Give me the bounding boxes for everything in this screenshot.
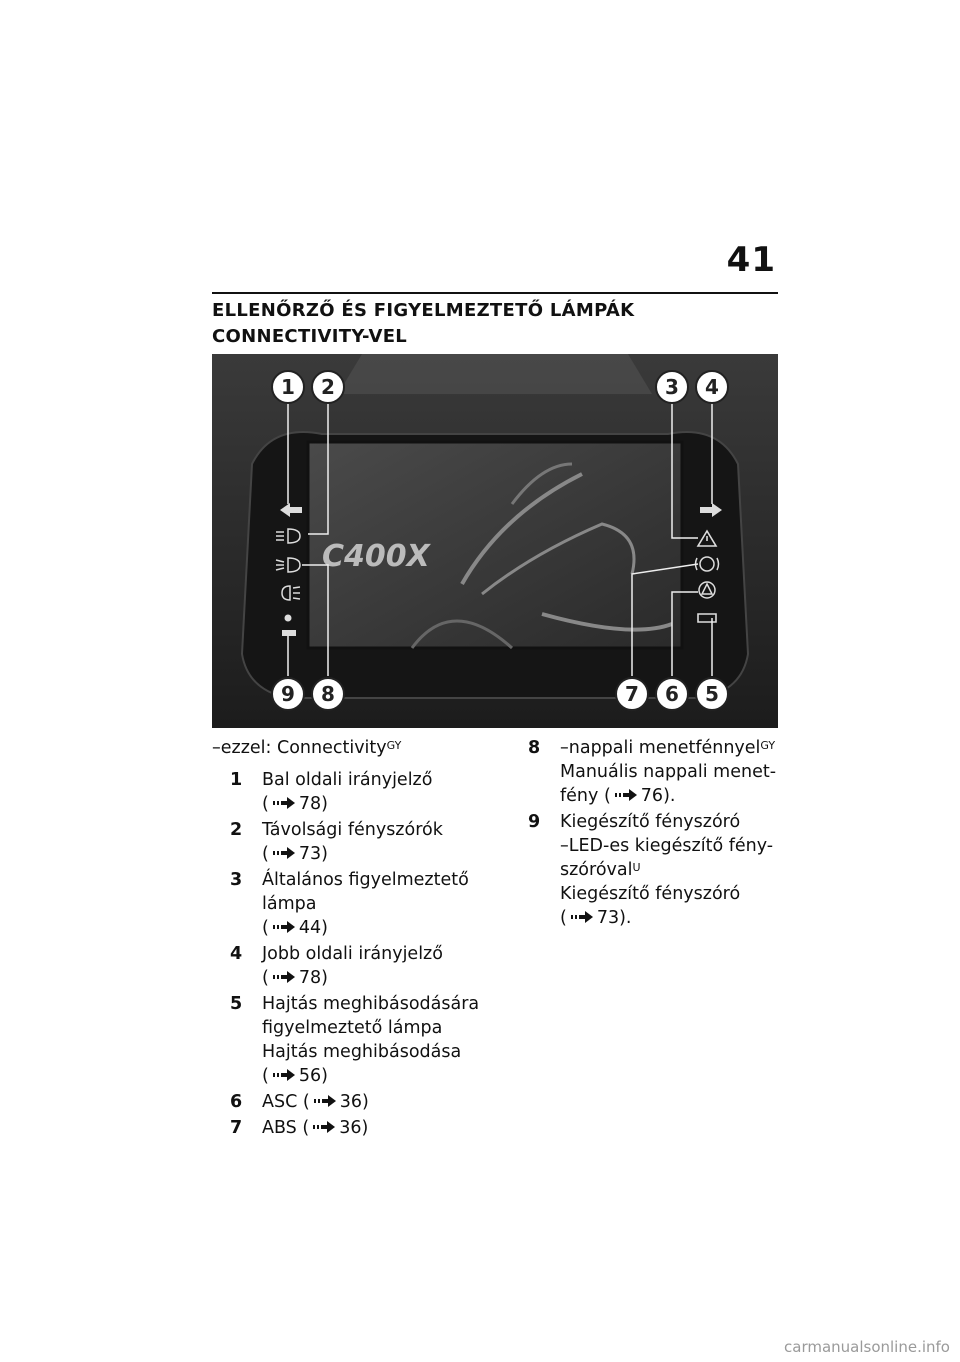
instrument-cluster-figure: C400X <box>212 354 778 728</box>
warning-triangle-icon <box>696 529 718 547</box>
page-ref-arrow-icon <box>272 797 295 809</box>
page-ref-arrow-icon <box>272 971 295 983</box>
right-turn-arrow-icon <box>700 503 722 517</box>
callout-9: 9 <box>271 677 305 711</box>
indicator-bar-icon <box>282 630 296 636</box>
page-ref-arrow-icon <box>272 847 295 859</box>
connectivity-intro: –ezzel: ConnectivityGY <box>212 738 402 758</box>
page-reference[interactable]: (78) <box>262 968 328 988</box>
left-turn-arrow-icon <box>280 503 302 517</box>
svg-text:3: 3 <box>665 375 679 399</box>
svg-text:1: 1 <box>281 375 295 399</box>
callout-5: 5 <box>695 677 729 711</box>
page-reference[interactable]: (73). <box>560 908 632 928</box>
page-reference[interactable]: (78) <box>262 794 328 814</box>
page-reference[interactable]: (36) <box>302 1092 369 1112</box>
callout-4: 4 <box>695 370 729 404</box>
callout-2: 2 <box>311 370 345 404</box>
legend-right-column: 8 –nappali menetfénnyelGY Manuális nappa… <box>510 736 778 932</box>
page-ref-arrow-icon <box>570 911 593 923</box>
svg-text:7: 7 <box>625 682 639 706</box>
page-ref-arrow-icon <box>313 1121 336 1133</box>
page-reference[interactable]: (76). <box>603 786 676 806</box>
callout-6: 6 <box>655 677 689 711</box>
daytime-light-icon <box>275 557 301 573</box>
callout-7: 7 <box>615 677 649 711</box>
page-ref-arrow-icon <box>272 921 295 933</box>
asc-icon <box>698 581 716 599</box>
page-reference[interactable]: (56) <box>262 1066 328 1086</box>
page-ref-arrow-icon <box>272 1069 295 1081</box>
svg-text:4: 4 <box>705 375 719 399</box>
callout-1: 1 <box>271 370 305 404</box>
callout-8: 8 <box>311 677 345 711</box>
legend-item-9: 9 Kiegészítő fényszóró –LED-es kiegészít… <box>528 812 774 928</box>
page-ref-arrow-icon <box>313 1095 336 1107</box>
high-beam-icon <box>276 528 301 544</box>
svg-text:9: 9 <box>281 682 295 706</box>
indicator-dot-icon <box>284 614 292 622</box>
header-rule <box>212 292 778 294</box>
svg-text:2: 2 <box>321 375 335 399</box>
page-reference[interactable]: (44) <box>262 918 328 938</box>
page-reference[interactable]: (36) <box>302 1118 369 1138</box>
legend-item-8: 8 –nappali menetfénnyelGY Manuális nappa… <box>528 738 777 806</box>
engine-icon <box>697 613 717 623</box>
svg-text:5: 5 <box>705 682 719 706</box>
logo-text: C400X <box>322 539 432 574</box>
footer-watermark: carmanualsonline.info <box>784 1338 950 1356</box>
svg-text:6: 6 <box>665 682 679 706</box>
callout-3: 3 <box>655 370 689 404</box>
page-reference[interactable]: (73) <box>262 844 328 864</box>
svg-text:8: 8 <box>321 682 335 706</box>
section-title: ELLENŐRZŐ ÉS FIGYELMEZTETŐ LÁMPÁK CONNEC… <box>212 300 635 347</box>
fog-light-icon <box>281 585 301 601</box>
page-number: 41 <box>726 240 776 280</box>
page-ref-arrow-icon <box>614 789 637 801</box>
